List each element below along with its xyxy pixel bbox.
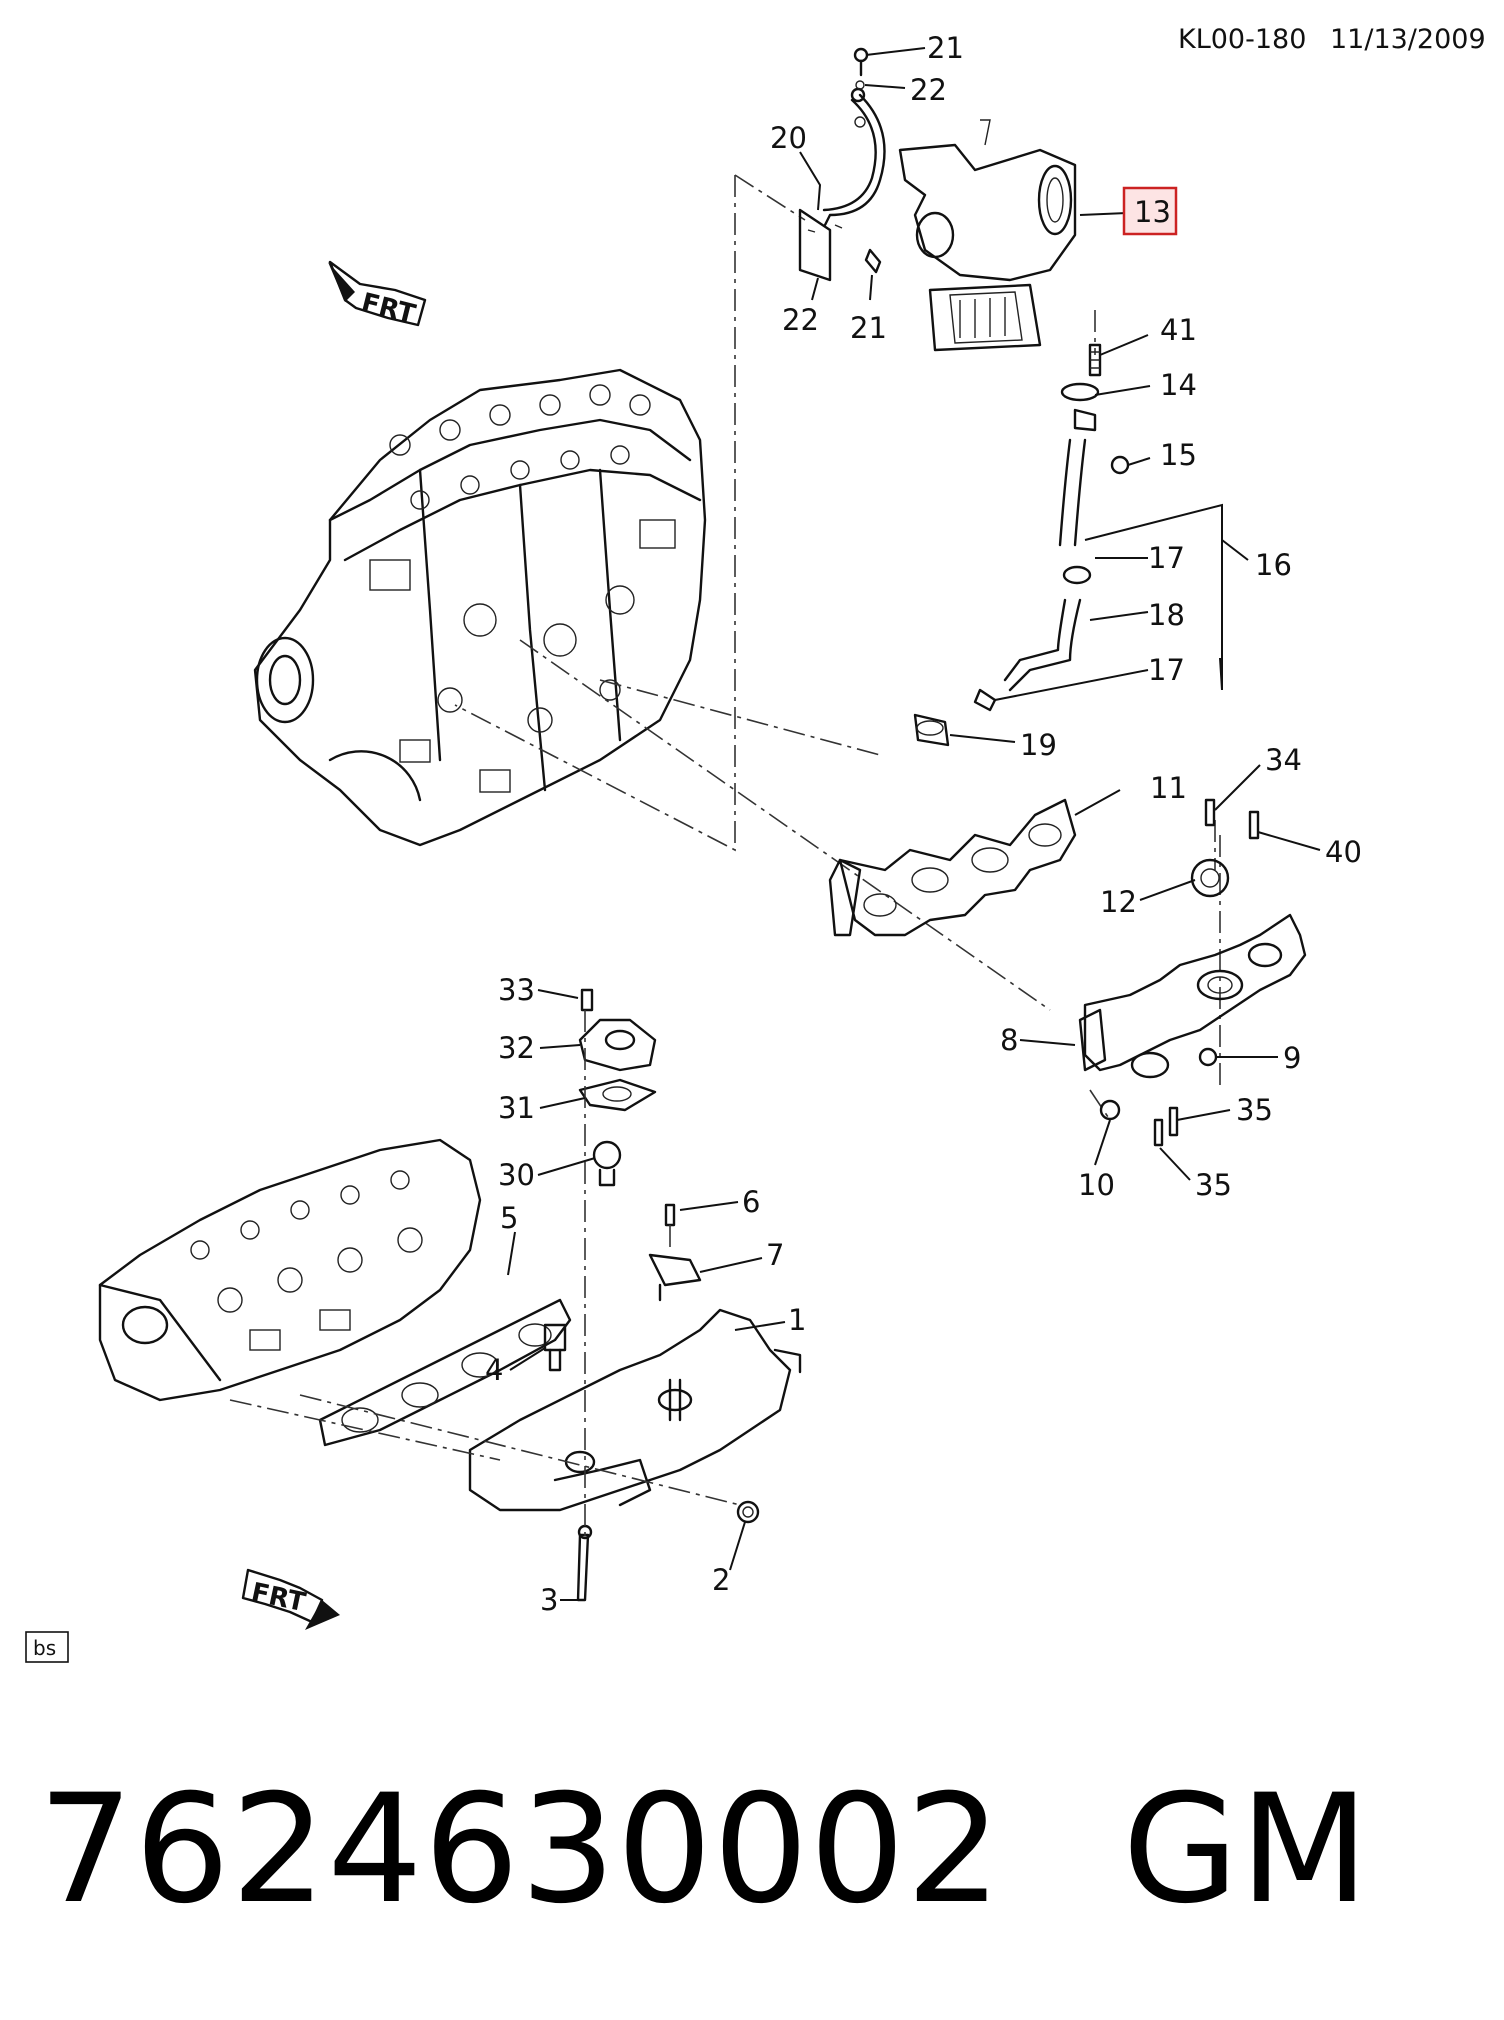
callout-labels: 21 22 20 13 22 21 41 14 15 17 16 18 17 1… [485,31,1362,1617]
callout-15: 15 [1160,438,1197,472]
callout-33: 33 [498,973,535,1007]
intake-gasket-drawing [318,1298,572,1447]
exhaust-gasket-drawing [828,798,1077,937]
callout-10: 10 [1078,1168,1115,1202]
part-number: 7624630002 [38,1763,1003,1937]
callout-22-lower: 22 [782,303,819,337]
manifold-fasteners [1099,798,1260,1147]
callout-21: 21 [927,31,964,65]
banjo-bolt-side [864,248,882,274]
callout-31: 31 [498,1091,535,1125]
callout-20: 20 [770,121,807,155]
callout-6: 6 [742,1185,760,1219]
callout-1: 1 [788,1303,806,1337]
oil-feed-pipe-drawing [798,87,886,282]
callout-21-lower: 21 [850,311,887,345]
cylinder-head-drawing [98,1138,482,1402]
turbo-oil-return-parts [913,343,1130,747]
front-direction-arrow-lower: FRT [241,1568,340,1630]
front-direction-arrow-upper: FRT [328,260,427,330]
callout-32: 32 [498,1031,535,1065]
frt-label-lower: FRT [249,1578,309,1619]
exhaust-manifold-drawing [1078,858,1307,1079]
callout-30: 30 [498,1158,535,1192]
callout-13-highlight [1122,186,1178,236]
callout-35: 35 [1236,1093,1273,1127]
callout-17-lower: 17 [1148,653,1185,687]
thermostat-housing-drawing [578,988,657,1187]
callout-13: 13 [1134,195,1171,229]
callout-41: 41 [1160,313,1197,347]
callout-40: 40 [1325,835,1362,869]
callout-18: 18 [1148,598,1185,632]
engine-block-drawing [253,368,707,847]
callout-4: 4 [485,1353,503,1387]
callout-8: 8 [1000,1023,1018,1057]
lower-fasteners [576,1524,593,1602]
sensors-drawing [543,1203,702,1372]
assembly-lines-lower [229,1010,741,1540]
callout-34: 34 [1265,743,1302,777]
bs-tag-text: bs [33,1636,56,1660]
intake-manifold-drawing [468,1308,802,1524]
callout-9: 9 [1283,1041,1301,1075]
brand-name: GM [1122,1763,1371,1937]
callout-35-lower: 35 [1195,1168,1232,1202]
callout-14: 14 [1160,368,1197,402]
callout-3: 3 [540,1583,558,1617]
callout-22: 22 [910,73,947,107]
callout-7: 7 [766,1238,784,1272]
callout-17: 17 [1148,541,1185,575]
callout-19: 19 [1020,728,1057,762]
callout-11: 11 [1150,771,1187,805]
diagram-code: KL00-180 [1178,24,1306,55]
callout-2: 2 [712,1563,730,1597]
leader-lines [507,47,1321,1601]
turbocharger-drawing [898,119,1077,352]
diagram-date: 11/13/2009 [1330,24,1486,55]
callout-5: 5 [500,1201,518,1235]
bs-tag: bs [25,1631,69,1663]
callout-12: 12 [1100,885,1137,919]
callout-16: 16 [1255,548,1292,582]
